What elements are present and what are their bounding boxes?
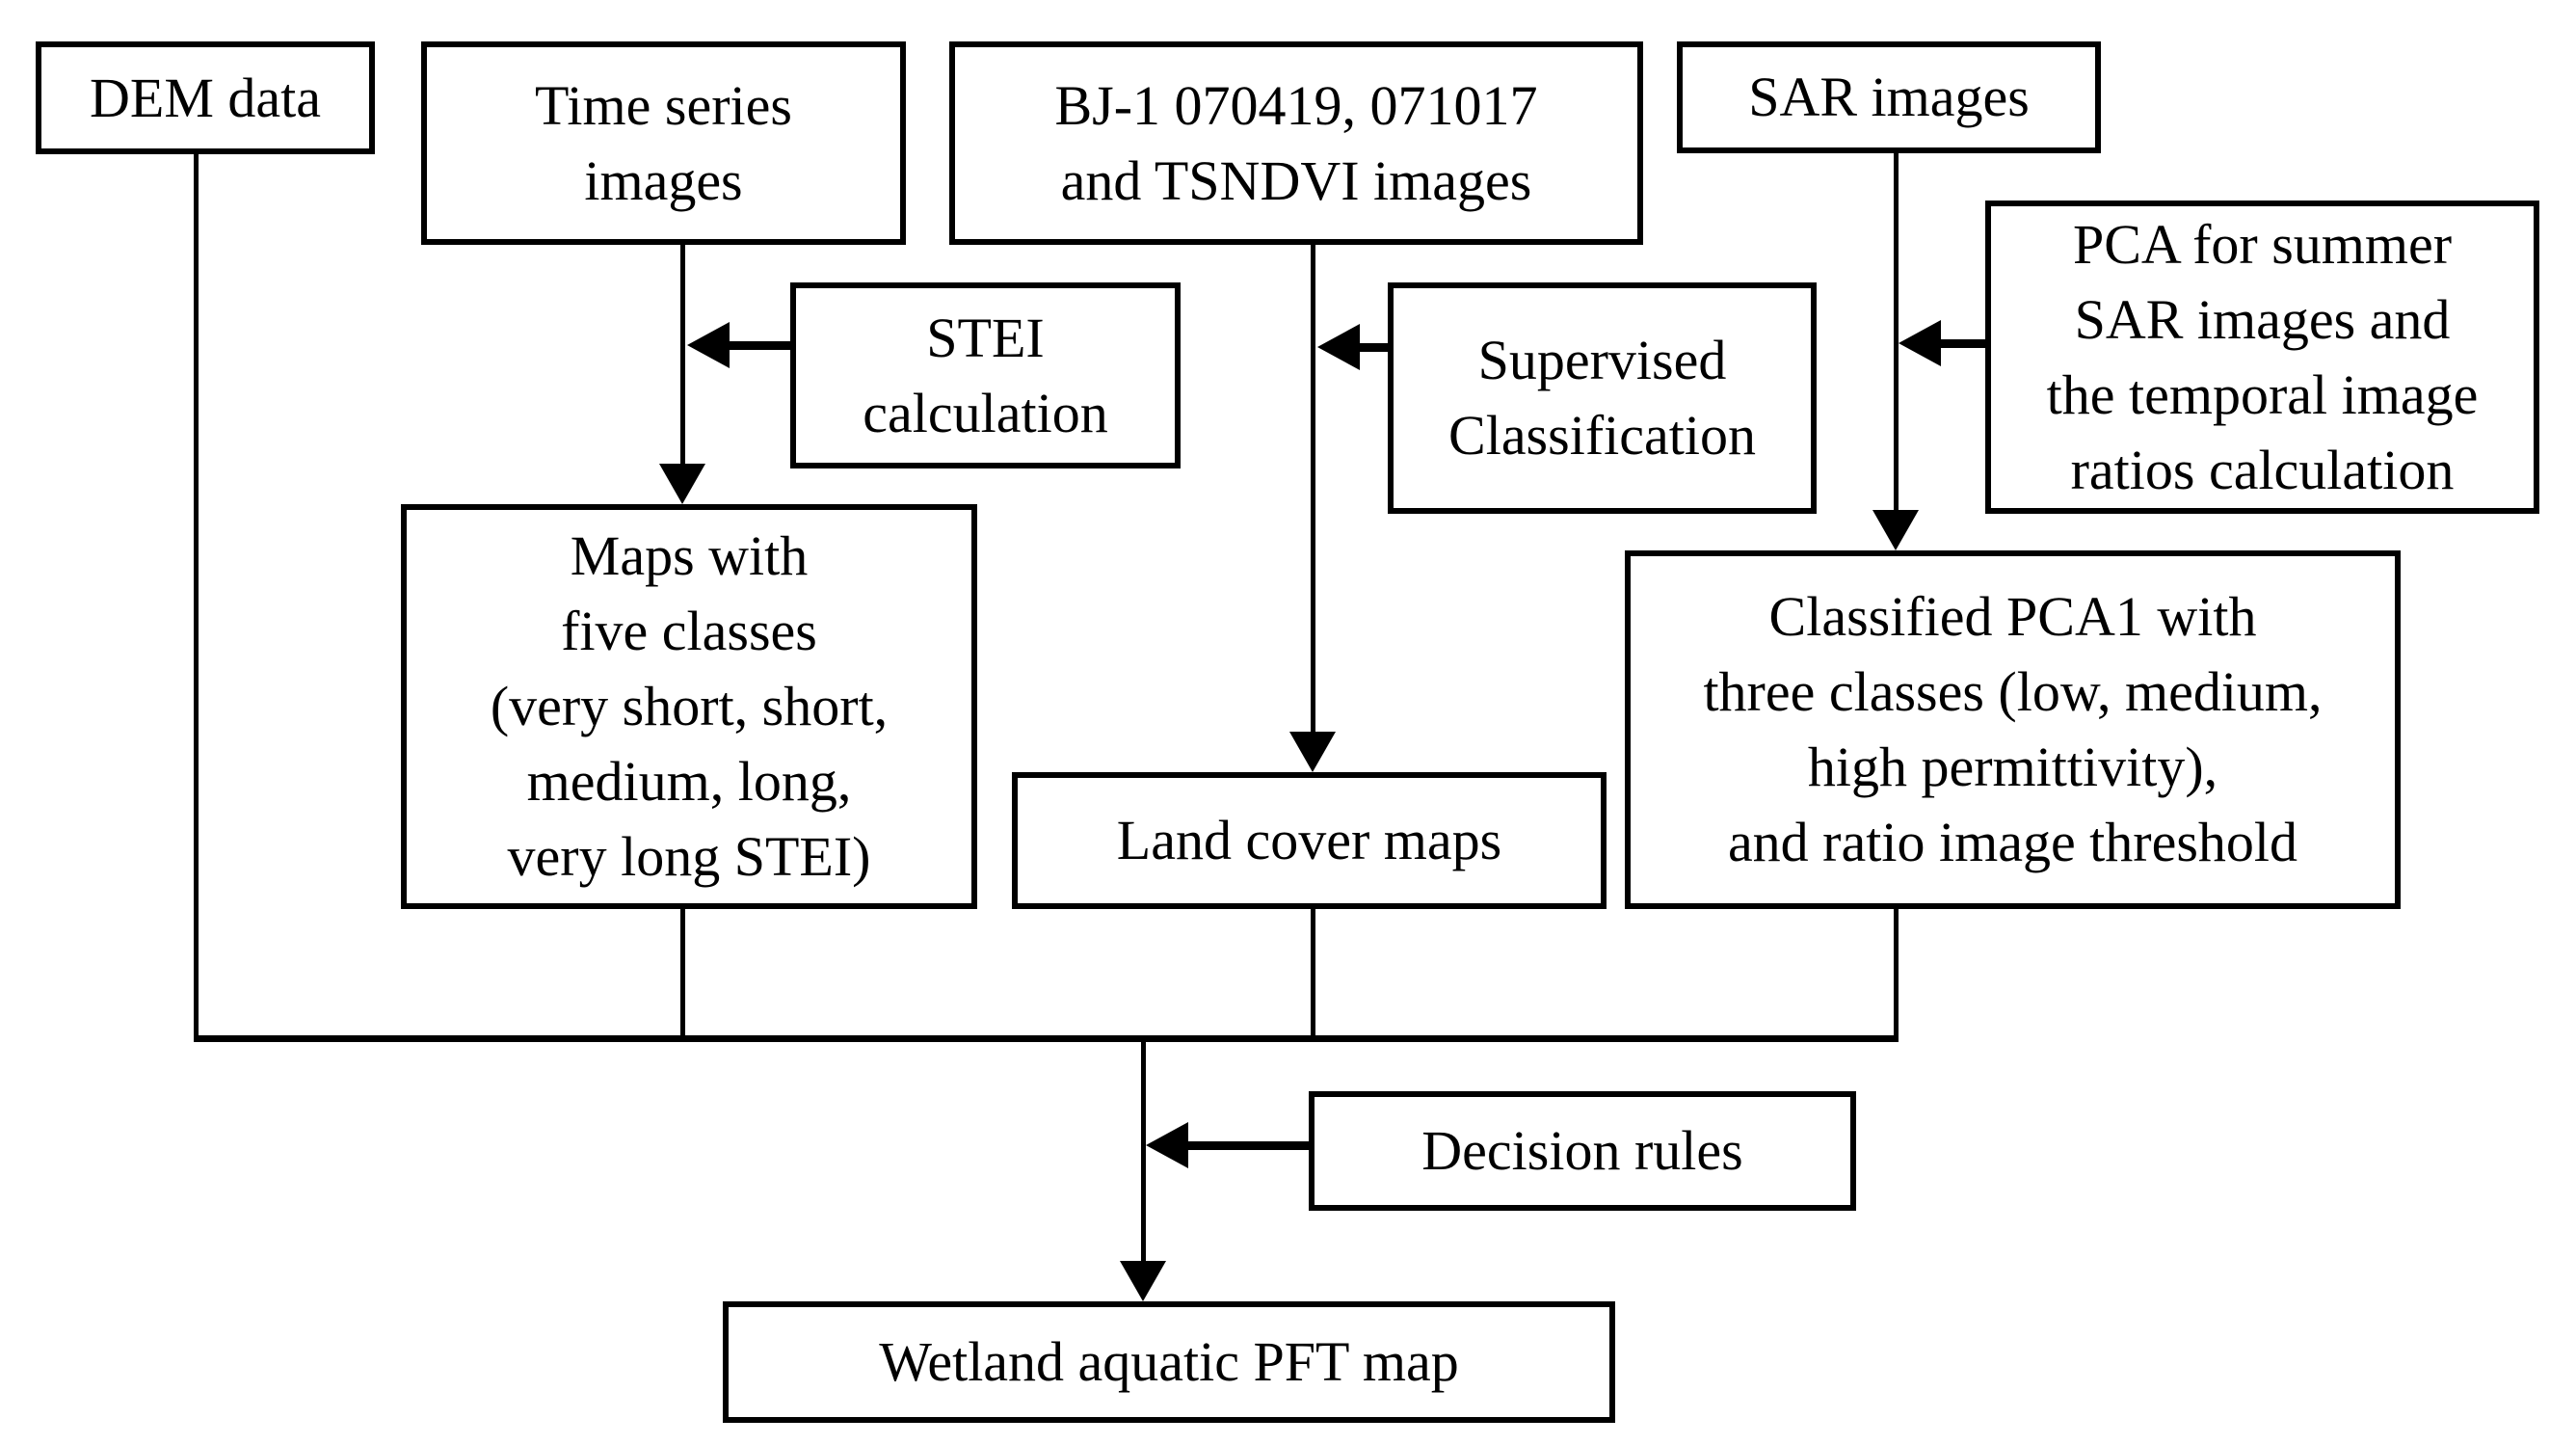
node-label: Land cover maps (1116, 809, 1502, 871)
edge-decision-arrow-line (1188, 1141, 1309, 1150)
edge-bj1-down-line (1311, 245, 1315, 736)
arrowhead-decision-to-merge-line-icon (1146, 1122, 1188, 1168)
arrowhead-supervised-to-bj1-line-icon (1317, 324, 1360, 370)
arrowhead-stei-to-timeseries-line-icon (687, 322, 730, 368)
edge-pca-arrow-line (1941, 339, 1985, 348)
edge-supervised-arrow-line (1360, 343, 1388, 352)
edge-merge-horizontal-line (194, 1035, 1899, 1042)
node-decision-rules: Decision rules (1309, 1091, 1856, 1211)
edge-dem-down-line (194, 154, 199, 1042)
arrowhead-pca-to-sar-line-icon (1899, 320, 1941, 366)
edge-merge-down-line (1141, 1042, 1146, 1264)
node-sar-images: SAR images (1677, 41, 2101, 153)
node-label: SAR images (1748, 66, 2030, 128)
arrowhead-bj1-to-landcover-icon (1289, 732, 1336, 772)
node-label: Wetland aquatic PFT map (879, 1330, 1459, 1393)
node-land-cover-maps: Land cover maps (1012, 772, 1607, 909)
arrowhead-timeseries-to-maps-icon (659, 464, 705, 504)
edge-classified-down-line (1894, 909, 1899, 1042)
edge-stei-arrow-line (730, 341, 790, 350)
edge-maps-down-line (680, 909, 685, 1042)
edge-timeseries-down-line (680, 245, 685, 468)
arrowhead-sar-to-classified-icon (1872, 510, 1919, 550)
edge-sar-down-line (1894, 153, 1899, 514)
node-dem-data: DEM data (36, 41, 375, 154)
node-label: Decision rules (1421, 1119, 1743, 1182)
node-wetland-aquatic-pft-map: Wetland aquatic PFT map (723, 1301, 1615, 1423)
arrowhead-merge-to-wetland-icon (1120, 1261, 1166, 1301)
edge-landcover-down-line (1311, 909, 1315, 1042)
node-label: DEM data (90, 66, 321, 129)
